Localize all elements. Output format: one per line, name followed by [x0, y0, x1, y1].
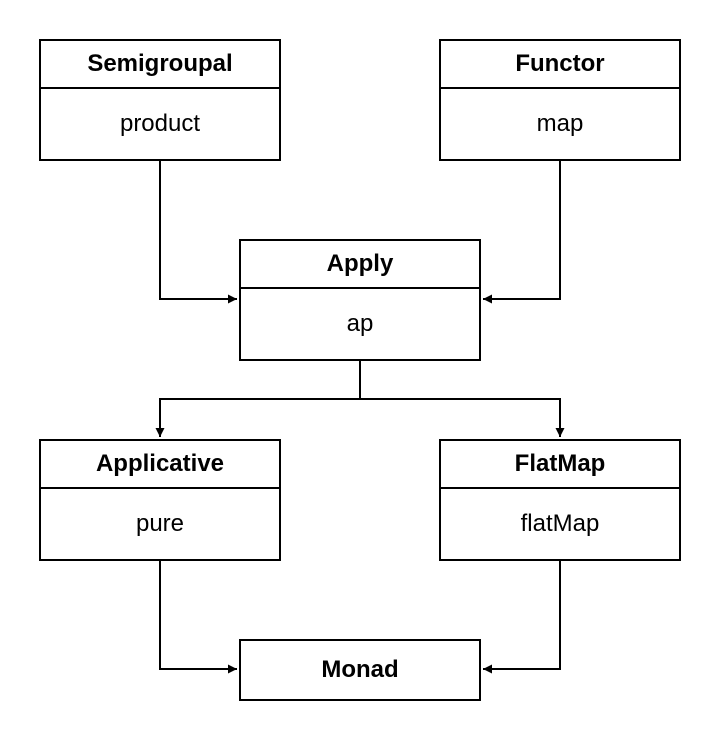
apply-method: ap: [346, 310, 374, 337]
apply-class-box: Apply ap: [239, 239, 481, 361]
edge-flatmap-to-monad: [483, 561, 561, 674]
functor-title: Functor: [441, 41, 679, 89]
edge-functor-to-apply: [483, 161, 561, 304]
semigroupal-class-box: Semigroupal product: [39, 39, 281, 161]
applicative-class-box: Applicative pure: [39, 439, 281, 561]
applicative-title: Applicative: [41, 441, 279, 489]
monad-title: Monad: [321, 656, 399, 683]
semigroupal-title: Semigroupal: [41, 41, 279, 89]
monad-class-box: Monad: [239, 639, 481, 701]
applicative-method: pure: [135, 510, 185, 537]
edge-apply-to-applicative: [155, 398, 360, 437]
functor-method: map: [536, 110, 584, 137]
flatmap-class-box: FlatMap flatMap: [439, 439, 681, 561]
flatmap-title: FlatMap: [441, 441, 679, 489]
functor-class-box: Functor map: [439, 39, 681, 161]
flatmap-method: flatMap: [520, 510, 600, 537]
edge-semigroupal-to-apply: [159, 161, 237, 304]
semigroupal-method: product: [119, 110, 201, 137]
apply-title: Apply: [241, 241, 479, 289]
edge-applicative-to-monad: [159, 561, 237, 674]
edge-apply-to-flatmap: [360, 398, 565, 437]
